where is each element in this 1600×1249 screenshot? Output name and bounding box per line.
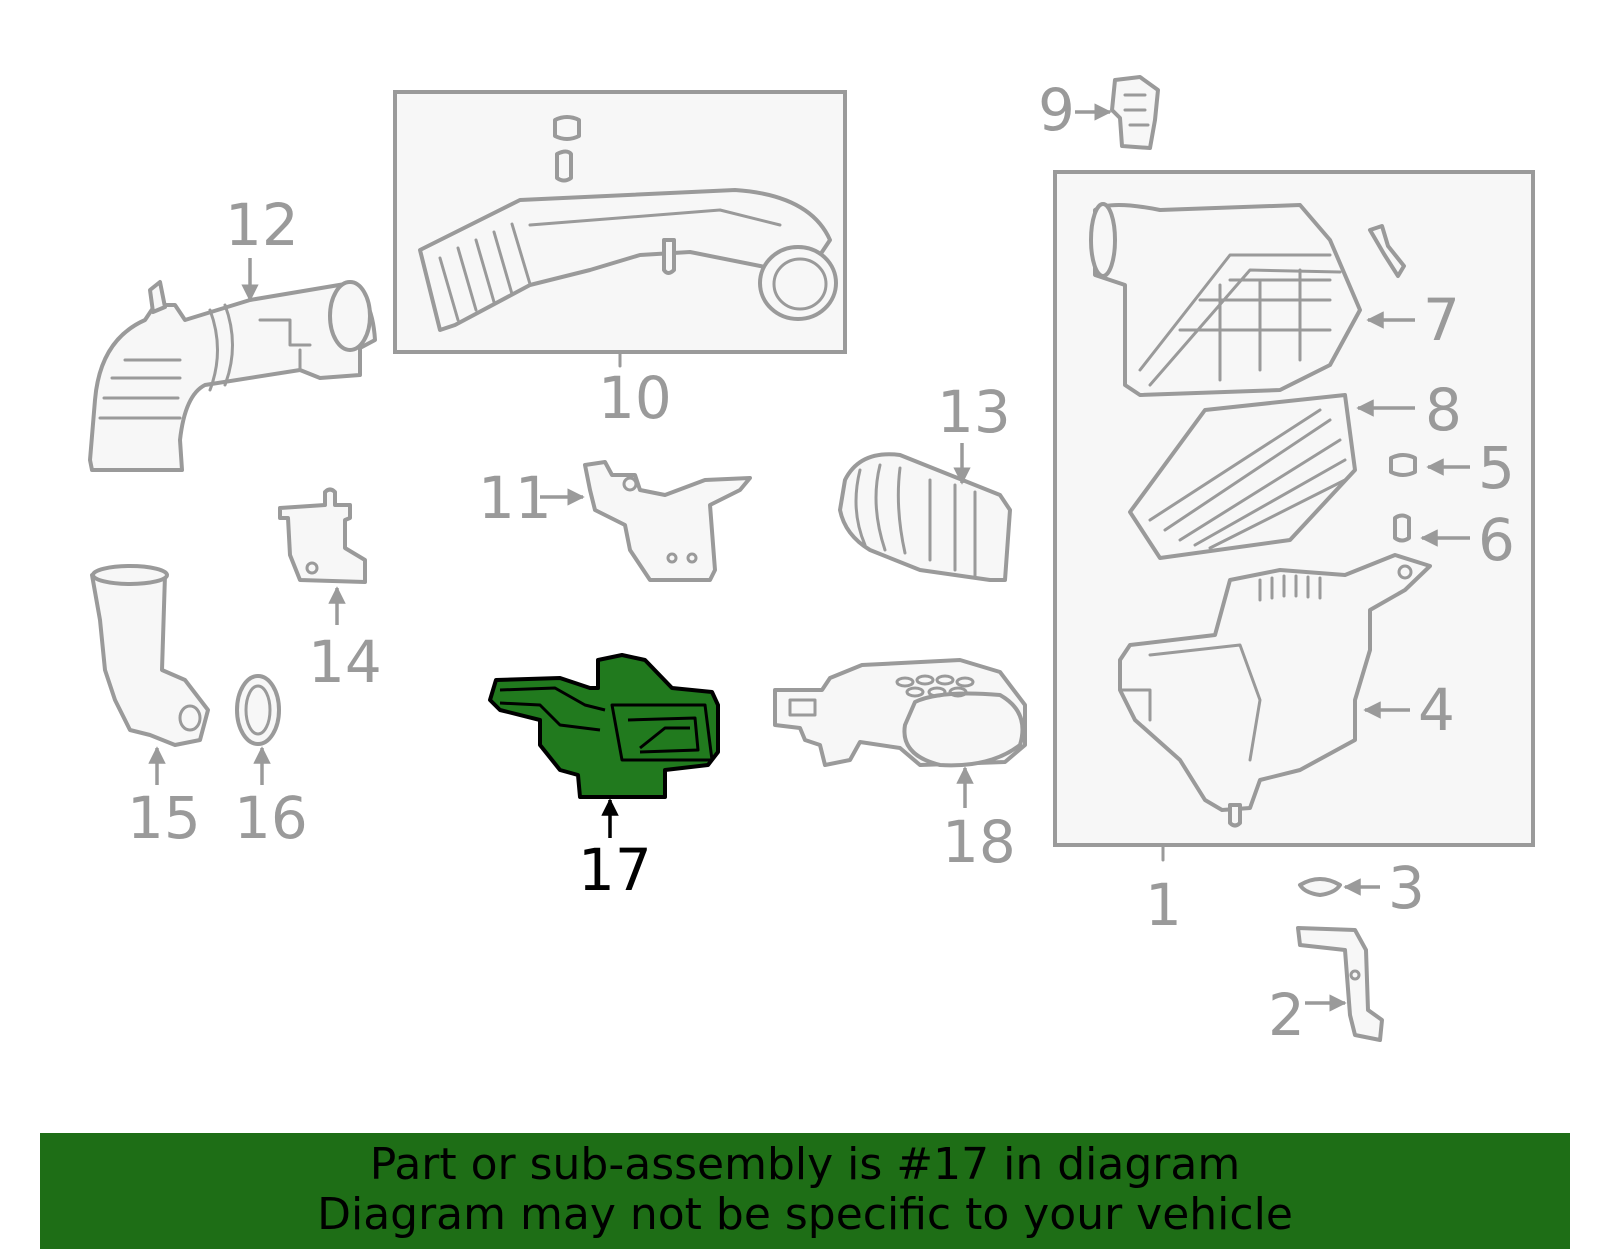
callout-17: 17 xyxy=(578,836,652,904)
callout-1: 1 xyxy=(1145,871,1182,939)
part-4-lower-case[interactable] xyxy=(1118,553,1432,828)
callout-2: 2 xyxy=(1268,981,1305,1049)
part-1-air-cleaner-box[interactable] xyxy=(1053,170,1535,862)
callout-5: 5 xyxy=(1478,434,1515,502)
part-15-tube[interactable] xyxy=(90,564,210,747)
part-6-pin[interactable] xyxy=(1393,513,1411,543)
part-13-hose[interactable] xyxy=(838,452,1012,582)
part-8-filter-element[interactable] xyxy=(1128,393,1357,560)
callout-10: 10 xyxy=(598,364,672,432)
callout-4: 4 xyxy=(1418,676,1455,744)
part-17-highlighted[interactable] xyxy=(488,653,720,799)
callout-12: 12 xyxy=(225,191,299,259)
part-10-intake-duct-box[interactable] xyxy=(393,90,847,368)
part-5-grommet[interactable] xyxy=(1389,453,1417,477)
part-7-upper-cover[interactable] xyxy=(1089,202,1406,397)
part-12-intake-hose[interactable] xyxy=(88,280,377,472)
part-2-bracket[interactable] xyxy=(1296,926,1384,1042)
callout-6: 6 xyxy=(1478,506,1515,574)
callout-16: 16 xyxy=(234,784,308,852)
part-9-clip[interactable] xyxy=(1110,75,1160,150)
part-16-gasket[interactable] xyxy=(235,674,281,746)
callout-3: 3 xyxy=(1388,854,1425,922)
parts-diagram: 10 12 9 xyxy=(88,75,1535,1049)
callout-8: 8 xyxy=(1425,376,1462,444)
banner-line-1: Part or sub-assembly is #17 in diagram xyxy=(369,1139,1241,1190)
info-banner: Part or sub-assembly is #17 in diagram D… xyxy=(40,1133,1570,1249)
part-3-grommet[interactable] xyxy=(1298,877,1342,897)
callout-18: 18 xyxy=(942,808,1016,876)
part-14-bracket[interactable] xyxy=(278,487,367,584)
banner-line-2: Diagram may not be specific to your vehi… xyxy=(317,1189,1293,1240)
part-11-bracket[interactable] xyxy=(583,460,752,582)
callout-14: 14 xyxy=(308,628,382,696)
callout-9: 9 xyxy=(1038,76,1075,144)
part-18-resonator[interactable] xyxy=(773,658,1027,768)
callout-13: 13 xyxy=(937,378,1011,446)
callout-11: 11 xyxy=(478,464,552,532)
callout-7: 7 xyxy=(1423,286,1460,354)
callout-15: 15 xyxy=(127,784,201,852)
